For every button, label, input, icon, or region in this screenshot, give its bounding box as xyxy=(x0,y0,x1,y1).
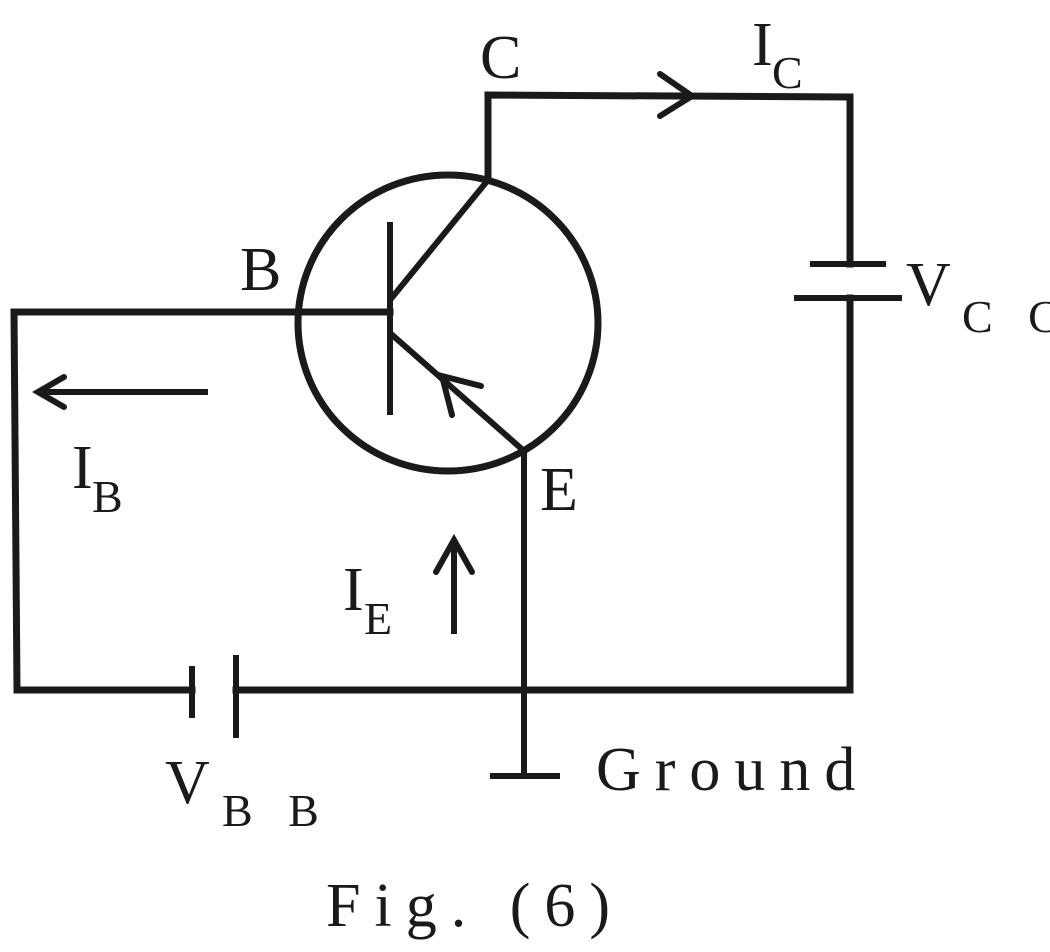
vbb-label-sub: B B xyxy=(222,785,331,836)
ib-arrow-head xyxy=(31,374,67,410)
figure-caption: Fig. (6) xyxy=(326,872,624,940)
emitter-arrow xyxy=(437,371,484,418)
ic-label-main: I xyxy=(752,11,773,79)
vcc-label-sub: C C xyxy=(962,291,1050,342)
collector-lead-internal xyxy=(387,178,491,302)
collector-label: C xyxy=(480,24,521,92)
vcc-label-main: V xyxy=(906,251,951,319)
ic-arrow xyxy=(657,71,698,119)
ib-label-main: I xyxy=(72,434,93,502)
ie-label-main: I xyxy=(343,556,364,624)
base-label: B xyxy=(240,236,281,304)
ground-label: Ground xyxy=(596,736,869,804)
ie-label-sub: E xyxy=(364,593,392,644)
collector-wire xyxy=(484,91,854,268)
ib-label-sub: B xyxy=(92,471,123,522)
vcc-return-wire xyxy=(232,294,854,694)
emitter-lead-internal xyxy=(388,330,526,454)
base-wire xyxy=(10,308,394,694)
ic-label-sub: C xyxy=(772,47,803,98)
emitter-label: E xyxy=(540,456,578,524)
transistor-envelope xyxy=(294,171,602,475)
ie-arrow-head xyxy=(433,533,475,575)
vbb-label-main: V xyxy=(165,749,210,817)
